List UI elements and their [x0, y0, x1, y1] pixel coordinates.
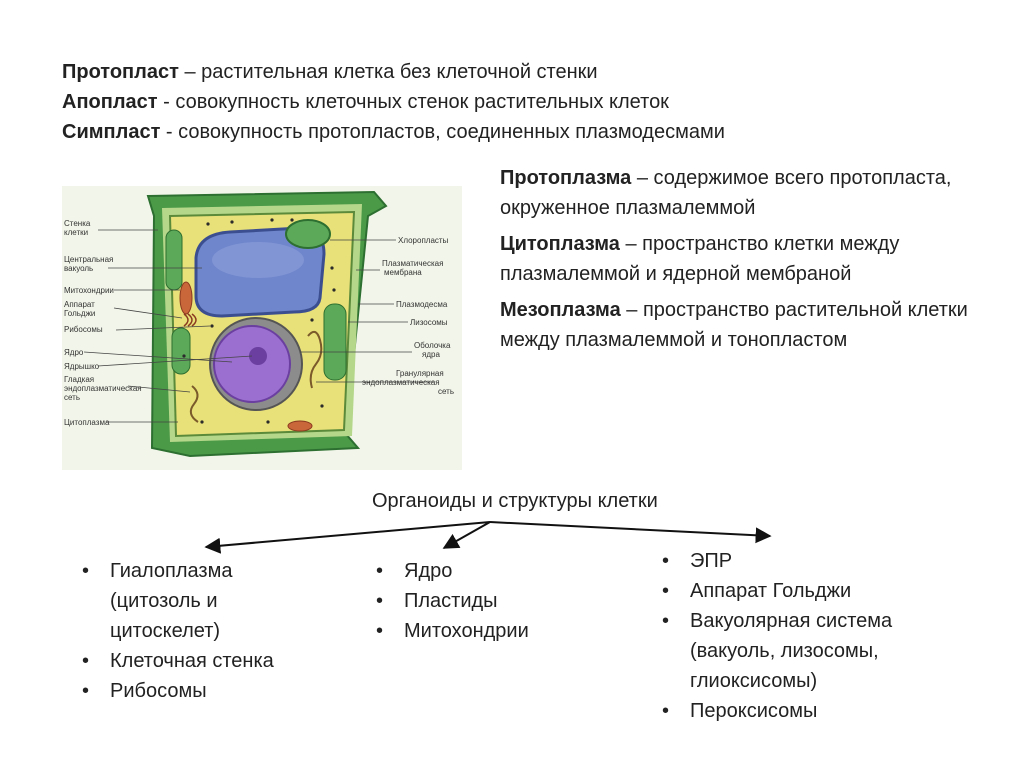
arrow-center [442, 521, 491, 549]
label-lysosomes: Лизосомы [410, 318, 448, 327]
label-mitochondria: Митохондрии [64, 286, 114, 295]
definition-text: – пространство клетки между плазмалеммой… [500, 233, 900, 285]
wall-chloroplast-right [323, 303, 347, 381]
list-item: Рибосомы [74, 676, 364, 706]
definition-cytoplasm: Цитоплазма – пространство клетки между п… [500, 229, 1000, 289]
label-cytoplasm: Цитоплазма [64, 418, 110, 427]
definition-term: Симпласт [62, 121, 161, 143]
definition-text: – растительная клетка без клеточной стен… [178, 61, 598, 83]
definition-term: Цитоплазма [500, 233, 620, 255]
label-chloroplasts: Хлоропласты [398, 236, 449, 245]
endoplasmic-reticulum [307, 330, 323, 389]
definition-protoplasm: Протоплазма – содержимое всего протоплас… [500, 163, 1000, 223]
list-item: Митохондрии [368, 616, 608, 646]
list-item: Вакуолярная система (вакуоль, лизосомы, … [654, 606, 950, 696]
definition-protoplast: Протопласт – растительная клетка без кле… [62, 57, 1002, 87]
wall-chloroplast-left-top [165, 229, 183, 291]
right-definitions-block: Протоплазма – содержимое всего протоплас… [500, 163, 1000, 361]
organelle-column-3: ЭПР Аппарат Гольджи Вакуолярная система … [654, 546, 984, 726]
list-item: Аппарат Гольджи [654, 576, 984, 606]
mitochondrion [287, 420, 313, 432]
definition-symplast: Симпласт - совокупность протопластов, со… [62, 117, 1002, 147]
chloroplast [285, 219, 331, 249]
golgi-apparatus [183, 313, 197, 327]
organelle-column-2: Ядро Пластиды Митохондрии [368, 556, 608, 646]
definition-term: Мезоплазма [500, 299, 621, 321]
label-nucleolus: Ядрышко [64, 362, 100, 371]
label-plasmodesma: Плазмодесма [396, 300, 448, 309]
definition-text: - совокупность клеточных стенок растител… [157, 91, 669, 113]
mitochondrion [179, 281, 193, 315]
definition-apoplast: Апопласт - совокупность клеточных стенок… [62, 87, 1002, 117]
list-item: Ядро [368, 556, 608, 586]
definition-text: – содержимое всего протопласта, окруженн… [500, 167, 952, 219]
definition-text: – пространство растительной клетки между… [500, 299, 968, 351]
endoplasmic-reticulum [189, 385, 199, 423]
list-item: Пластиды [368, 586, 608, 616]
label-ribosomes: Рибосомы [64, 325, 103, 334]
definition-text: - совокупность протопластов, соединенных… [160, 121, 725, 143]
definition-term: Апопласт [62, 91, 158, 113]
list-item: Клеточная стенка [74, 646, 364, 676]
organelle-column-1: Гиалоплазма (цитозоль и цитоскелет) Клет… [74, 556, 364, 706]
nucleolus [249, 347, 267, 365]
arrow-right [489, 521, 772, 544]
definition-mesoplasm: Мезоплазма – пространство растительной к… [500, 295, 1000, 355]
list-item: ЭПР [654, 546, 984, 576]
leader-lines [83, 229, 434, 423]
definition-term: Протоплазма [500, 167, 632, 189]
ribosomes [182, 218, 336, 424]
list-item: Гиалоплазма (цитозоль и цитоскелет) [74, 556, 260, 646]
wall-chloroplast-left-bottom [171, 327, 191, 375]
nucleus [213, 325, 291, 403]
tree-title: Органоиды и структуры клетки [372, 490, 658, 512]
label-nucleus: Ядро [64, 348, 84, 357]
definitions-block: Протопласт – растительная клетка без кле… [62, 57, 1002, 147]
arrow-left [204, 521, 491, 554]
list-item: Пероксисомы [654, 696, 984, 726]
definition-term: Протопласт [62, 61, 179, 83]
vacuole-highlight [212, 242, 304, 278]
